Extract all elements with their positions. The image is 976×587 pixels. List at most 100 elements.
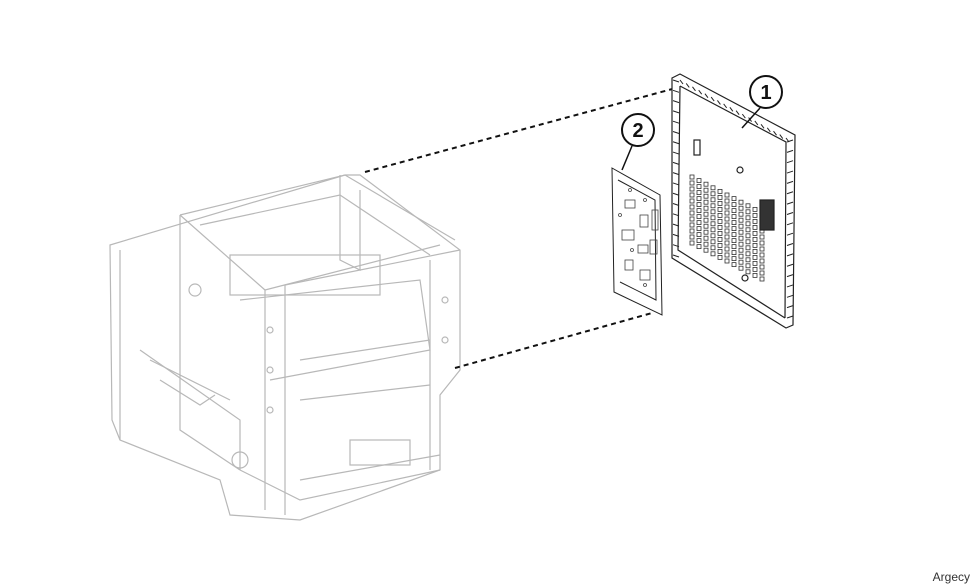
edge-tab (786, 191, 794, 195)
vent-slot (731, 244, 737, 250)
vent-slot (759, 276, 765, 282)
vent-slot (738, 223, 744, 229)
vent-slot (745, 245, 751, 251)
vent-slot (696, 178, 702, 184)
vent-slot (710, 239, 716, 245)
vent-slot (696, 238, 702, 244)
vent-slot (710, 245, 716, 251)
edge-tab (672, 203, 680, 207)
vent-slot (731, 202, 737, 208)
edge-tab (672, 192, 680, 196)
vent-slot (752, 266, 758, 272)
circuit-board (611, 167, 663, 316)
vent-slot (724, 198, 730, 204)
vent-slot (738, 253, 744, 259)
vent-slot (717, 200, 723, 206)
vent-slot (689, 204, 695, 210)
edge-tab (672, 100, 680, 104)
edge-tab (672, 233, 680, 237)
vent-slot (745, 269, 751, 275)
vent-slot (710, 203, 716, 209)
vent-slot (738, 235, 744, 241)
callout-1: 1 (741, 75, 783, 129)
vent-slot (738, 265, 744, 271)
vent-slot (696, 202, 702, 208)
vent-slot (703, 217, 709, 223)
edge-tab (786, 305, 794, 309)
vent-slot (689, 228, 695, 234)
vent-slot (731, 208, 737, 214)
vent-slot (731, 226, 737, 232)
vent-slot (696, 190, 702, 196)
vent-slot (703, 193, 709, 199)
edge-tab (786, 263, 794, 267)
vent-slot (717, 230, 723, 236)
vent-slot (710, 191, 716, 197)
vent-slot (689, 234, 695, 240)
edge-tab (786, 170, 794, 174)
edge-tab (710, 96, 715, 102)
vent-slot (738, 259, 744, 265)
vent-slot (703, 187, 709, 193)
vent-slot (724, 240, 730, 246)
vent-slot (759, 264, 765, 270)
dashed-leader-lines (364, 87, 677, 369)
vent-slot (703, 181, 709, 187)
vent-slot (717, 218, 723, 224)
vent-slot (738, 247, 744, 253)
vent-slot (710, 221, 716, 227)
edge-tab (786, 253, 794, 257)
vent-slot (731, 262, 737, 268)
vent-slot (710, 227, 716, 233)
edge-tab (779, 134, 784, 139)
printer-frame (109, 174, 461, 521)
edge-tab (704, 93, 709, 98)
vent-slot (710, 215, 716, 221)
vent-slot (738, 229, 744, 235)
edge-tab (786, 160, 794, 164)
vent-slot (710, 209, 716, 215)
edge-tab (672, 79, 680, 83)
edge-tab (672, 213, 680, 217)
vent-slot (696, 232, 702, 238)
vent-slot (759, 252, 765, 258)
edge-tab (786, 211, 794, 215)
vent-slot (703, 211, 709, 217)
vent-slot (752, 218, 758, 224)
edge-tab (672, 182, 680, 186)
edge-tab (735, 110, 740, 116)
vent-slot (703, 223, 709, 229)
vent-slot (696, 208, 702, 214)
vent-slot (731, 250, 737, 256)
vent-slot (689, 240, 695, 246)
edge-tab (672, 161, 680, 165)
vent-slot (703, 247, 709, 253)
vent-slot (717, 254, 723, 260)
vent-slot (710, 251, 716, 257)
vent-slot (689, 210, 695, 216)
vent-slot (696, 196, 702, 202)
shield-panel (671, 73, 796, 329)
vent-slot (689, 174, 695, 180)
vent-slot (703, 229, 709, 235)
vent-slot (738, 199, 744, 205)
vent-slot (717, 224, 723, 230)
edge-tab (766, 127, 771, 133)
vent-slot (738, 217, 744, 223)
edge-tab (672, 110, 680, 114)
edge-tab (786, 139, 794, 143)
edge-tab (754, 120, 759, 126)
vent-slot (703, 235, 709, 241)
edge-tab (672, 254, 680, 258)
vent-slot (745, 257, 751, 263)
edge-tab (672, 89, 680, 93)
edge-tab (786, 294, 794, 298)
vent-slot (738, 211, 744, 217)
edge-tab (786, 243, 794, 247)
edge-tab (672, 223, 680, 227)
vent-slot (752, 236, 758, 242)
vent-slot (752, 206, 758, 212)
edge-tab (672, 130, 680, 134)
